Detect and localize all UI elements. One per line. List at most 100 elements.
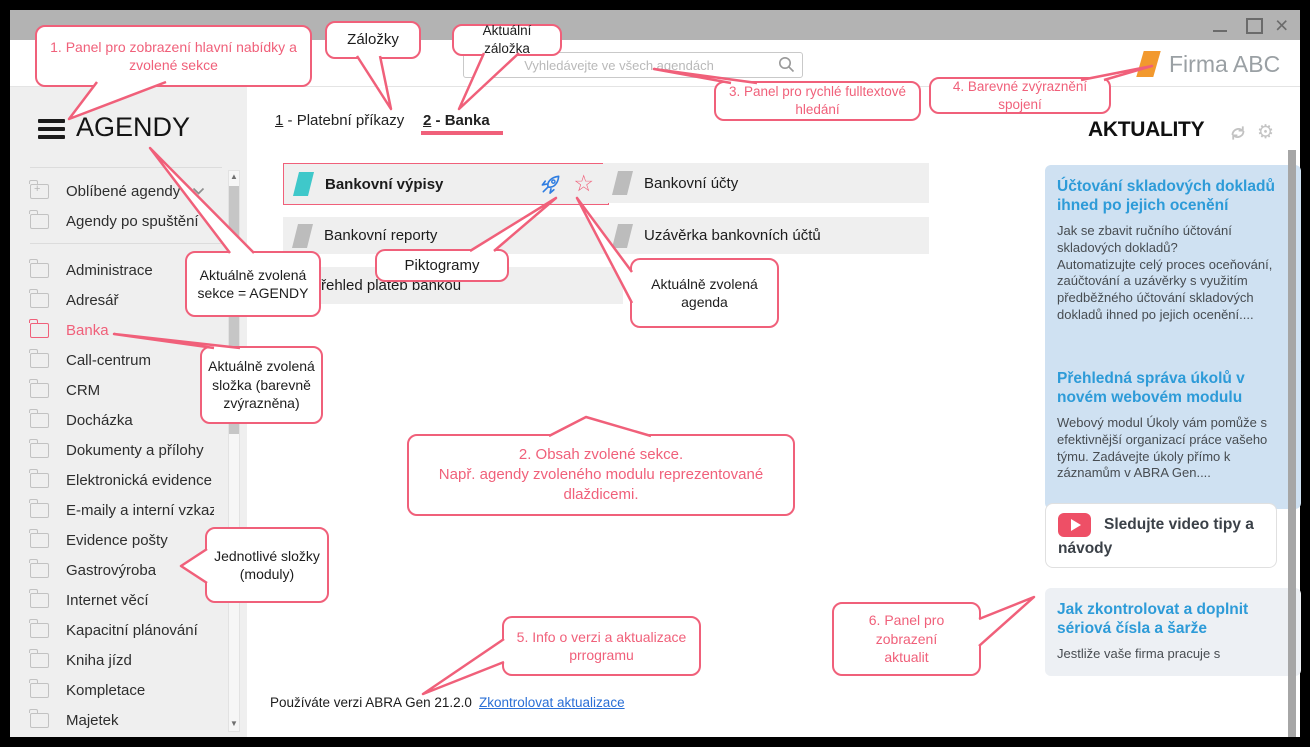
scroll-down-icon[interactable]: ▼ — [230, 719, 238, 728]
main-menu-icon[interactable] — [38, 119, 65, 139]
tile-bankovni-vypisy[interactable]: Bankovní výpisy ☆ — [283, 163, 609, 205]
sidebar-item-label: Dokumenty a přílohy — [66, 441, 204, 459]
sidebar-item-favorites[interactable]: Oblíbené agendy — [29, 176, 220, 206]
news-card-title: Účtování skladových dokladů ihned po jej… — [1057, 178, 1275, 215]
brand-slash-icon — [1136, 51, 1161, 77]
callout-selected-folder: Aktuálně zvolená složka (barevně zvýrazn… — [200, 346, 323, 424]
sidebar-module-item[interactable]: Docházka — [29, 405, 220, 435]
sidebar-module-item[interactable]: Gastrovýroba — [29, 555, 220, 585]
sidebar-module-item[interactable]: Kompletace — [29, 675, 220, 705]
maximize-icon — [1246, 18, 1263, 34]
news-card-title: Přehledná správa úkolů v novém webovém m… — [1057, 370, 1245, 407]
news-card[interactable]: Účtování skladových dokladů ihned po jej… — [1045, 165, 1301, 367]
sidebar-item-label: Elektronická evidence trž — [66, 471, 214, 489]
sidebar-module-item[interactable]: Dokumenty a přílohy — [29, 435, 220, 465]
callout-version-info: 5. Info o verzi a aktualizace prrogramu — [502, 616, 701, 676]
sidebar-module-item[interactable]: Elektronická evidence trž — [29, 465, 220, 495]
news-card-body: Webový modul Úkoly vám pomůže s efektivn… — [1057, 414, 1268, 481]
sidebar-module-item[interactable]: Evidence pošty — [29, 525, 220, 555]
agenda-parallelogram-icon — [292, 223, 313, 248]
sidebar-item-label: Adresář — [66, 291, 119, 309]
maximize-button[interactable] — [1238, 10, 1268, 40]
callout-tabs: Záložky — [325, 21, 421, 59]
sidebar-module-item[interactable]: Call-centrum — [29, 345, 220, 375]
tile-label: Bankovní výpisy — [325, 175, 444, 193]
minimize-button[interactable] — [1205, 10, 1235, 40]
section-title: AGENDY — [76, 112, 191, 142]
sidebar-module-item[interactable]: Kniha jízd — [29, 645, 220, 675]
sidebar-module-item[interactable]: CRM — [29, 375, 220, 405]
folder-icon — [29, 438, 49, 458]
sidebar-item-label: Majetek — [66, 711, 119, 729]
tab-platebni-prikazy[interactable]: 1 - Platební příkazy — [275, 112, 404, 129]
connection-indicator[interactable]: Firma ABC — [1136, 48, 1290, 80]
sidebar-item-label: Banka — [66, 321, 109, 339]
rocket-icon[interactable] — [539, 173, 562, 196]
sidebar-module-item[interactable]: Internet věcí — [29, 585, 220, 615]
tile-bankovni-ucty[interactable]: Bankovní účty — [603, 163, 929, 203]
news-panel-scrollbar[interactable] — [1288, 150, 1296, 737]
tile-label: Bankovní účty — [644, 174, 739, 192]
news-card[interactable]: Přehledná správa úkolů v novém webovém m… — [1045, 357, 1301, 509]
folder-plus-icon — [29, 179, 49, 199]
gear-icon[interactable]: ⚙ — [1257, 121, 1275, 143]
header-divider — [10, 86, 1300, 87]
search-icon[interactable] — [778, 56, 795, 73]
sidebar-item-label: Kapacitní plánování — [66, 621, 198, 639]
refresh-icon[interactable] — [1228, 123, 1248, 143]
sidebar-module-item[interactable]: Adresář — [29, 285, 220, 315]
sidebar-item-label: Kniha jízd — [66, 651, 132, 669]
sidebar-module-item[interactable]: E-maily a interní vzkazy — [29, 495, 220, 525]
sidebar-item-label: Call-centrum — [66, 351, 152, 369]
callout-active-tab: Aktuální záložka — [452, 23, 562, 56]
check-updates-link[interactable]: Zkontrolovat aktualizace — [479, 695, 625, 710]
chevron-down-icon[interactable] — [192, 187, 205, 196]
sidebar-item-label: CRM — [66, 381, 101, 399]
tile-uzaverka-bankovnich-uctu[interactable]: Uzávěrka bankovních účtů — [603, 217, 929, 254]
close-button[interactable]: × — [1269, 10, 1299, 40]
video-tips-card[interactable]: Sledujte video tipy a návody — [1045, 503, 1277, 568]
agenda-parallelogram-icon — [293, 172, 314, 196]
folder-icon — [29, 618, 49, 638]
folder-icon — [29, 558, 49, 578]
sidebar-item-label: Oblíbené agendy — [66, 182, 181, 200]
sidebar-module-item[interactable]: Administrace — [29, 255, 220, 285]
sidebar-module-item[interactable]: Kapacitní plánování — [29, 615, 220, 645]
scroll-up-icon[interactable]: ▲ — [230, 172, 238, 181]
sidebar-item-label: Agendy po spuštění — [66, 212, 199, 230]
favorite-star-icon[interactable]: ☆ — [573, 171, 594, 197]
tab-label: Platební příkazy — [296, 112, 405, 129]
tile-label: Uzávěrka bankovních účtů — [644, 227, 821, 244]
sidebar-item-label: Docházka — [66, 411, 133, 429]
callout-connection: 4. Barevné zvýraznění spojení — [929, 77, 1111, 114]
sidebar-module-item[interactable]: Banka — [29, 315, 220, 345]
news-card-body: Jestliže vaše firma pracuje s — [1057, 645, 1221, 661]
news-panel-title: AKTUALITY — [1088, 118, 1205, 141]
folder-icon — [29, 288, 49, 308]
tile-label: Bankovní reporty — [324, 227, 438, 244]
tab-separator: - — [431, 112, 445, 129]
folder-icon — [29, 408, 49, 428]
sidebar-item-startup-agendas[interactable]: Agendy po spuštění — [29, 206, 220, 236]
folder-icon — [29, 209, 49, 229]
sidebar-divider — [30, 167, 222, 168]
folder-icon — [29, 378, 49, 398]
callout-section-content: 2. Obsah zvolené sekce. Např. agendy zvo… — [407, 434, 795, 516]
sidebar-item-label: E-maily a interní vzkazy — [66, 501, 214, 519]
folder-icon — [29, 498, 49, 518]
tab-banka[interactable]: 2 - Banka — [423, 112, 490, 129]
sidebar-item-label: Evidence pošty — [66, 531, 168, 549]
sidebar-item-label: Gastrovýroba — [66, 561, 157, 579]
callout-news-panel: 6. Panel pro zobrazení aktualit — [832, 602, 981, 676]
sidebar-divider — [30, 243, 222, 244]
folder-icon — [29, 258, 49, 278]
news-card[interactable]: Jak zkontrolovat a doplnit sériová čísla… — [1045, 588, 1301, 676]
sidebar-item-label: Kompletace — [66, 681, 146, 699]
agenda-parallelogram-icon — [612, 223, 633, 248]
sidebar-module-item[interactable]: Majetek — [29, 705, 220, 735]
callout-selected-section: Aktuálně zvolená sekce = AGENDY — [185, 251, 321, 317]
brand-name: Firma ABC — [1169, 50, 1281, 77]
tile-pictograms: ☆ — [539, 173, 594, 196]
tab-separator: - — [283, 112, 297, 129]
